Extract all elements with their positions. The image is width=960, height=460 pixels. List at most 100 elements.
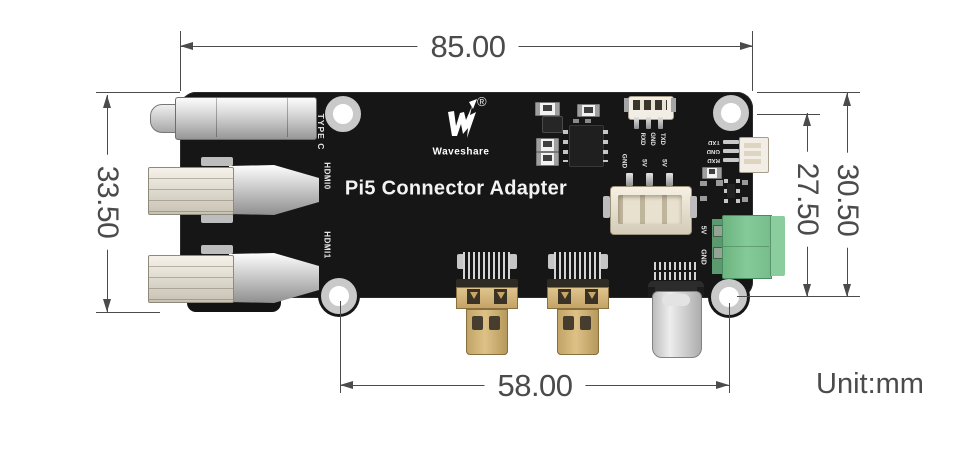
dim-hole-pitch-h-arrow-right [716, 381, 729, 389]
silk-label-hdmi0: HDMI0 [322, 162, 332, 190]
terminal-seam [723, 246, 769, 247]
dim-right-height-ext-bottom [737, 296, 860, 297]
smd-pad [700, 181, 707, 186]
dim-right-height-arrow-top [843, 93, 851, 106]
dim-hole-pitch-v-value: 27.50 [790, 151, 824, 247]
power-header-pin [666, 173, 673, 186]
micro-hdmi2-mark [585, 289, 598, 304]
uart-header-pin [646, 117, 651, 129]
type-c-seam [287, 98, 288, 137]
micro-hdmi1-pins [463, 252, 511, 279]
micro-hdmi1-body [456, 287, 518, 309]
micro-hdmi2-tab [548, 254, 556, 269]
dim-width-arrow-right [740, 42, 753, 50]
smd-resistor [535, 102, 560, 116]
dim-hole-pitch-h-ext-right [729, 303, 730, 393]
side-connector-pin [723, 149, 739, 153]
dim-width-ext-left [180, 31, 181, 91]
dim-width-value: 85.00 [417, 29, 519, 65]
hdmi0-plug-overmold [148, 167, 234, 215]
dim-right-height-ext-top [757, 92, 860, 93]
registered-mark: ® [477, 94, 487, 109]
type-c-seam [216, 98, 217, 137]
smd-pad [573, 119, 579, 123]
smd-resistor [536, 152, 559, 166]
usb-c-pins-row [654, 262, 699, 270]
silk-label-type-c: TYPE C [316, 113, 326, 151]
dim-hole-pitch-v-arrow-bottom [803, 284, 811, 297]
silk-label-rxd-side: RXD [707, 157, 720, 163]
micro-hdmi2-pins [554, 252, 602, 279]
power-header-pin [626, 173, 633, 186]
micro-hdmi1-mark [494, 289, 507, 304]
dim-right-height-arrow-bottom [843, 284, 851, 297]
smd-marking [543, 141, 552, 147]
side-connector-pin [723, 158, 739, 162]
silk-label-gnd: GND [649, 132, 655, 146]
dim-hole-pitch-h-value: 58.00 [484, 368, 586, 404]
dim-hole-pitch-v-ext-top [757, 114, 820, 115]
smd-resistor [536, 138, 559, 152]
silk-label-gnd-power: GND [620, 153, 628, 169]
waveshare-logo-icon [448, 99, 477, 138]
mark-notch [560, 292, 569, 299]
smd-resistor [577, 104, 600, 117]
silk-label-5v-power: 5V [660, 159, 668, 167]
uart-header-wing [624, 98, 629, 112]
unit-label: Unit:mm [816, 368, 924, 400]
dim-hole-pitch-v-arrow-top [803, 113, 811, 126]
silk-label-txd: TXD [659, 133, 665, 145]
hdmi0-clip-top [201, 157, 233, 166]
dim-hole-pitch-h-ext-left [340, 301, 341, 393]
side-connector-cavity [744, 143, 761, 165]
type-c-plug-body [175, 97, 317, 140]
usb-c-nub [697, 287, 704, 297]
power-header-pin [646, 173, 653, 186]
mounting-hole-bottom-left [321, 278, 357, 314]
mounting-hole-top-left [325, 96, 361, 132]
uart-header-cavity [633, 100, 667, 110]
power-connector-clip [603, 196, 610, 218]
uart-header-wing [671, 98, 676, 112]
micro-hdmi2-slot [580, 316, 591, 330]
footprint-pads [736, 179, 740, 203]
dim-width-arrow-left [180, 42, 193, 50]
smd-ic-chip [569, 125, 604, 167]
ic-pads-left [563, 130, 568, 162]
micro-hdmi1-slot [489, 316, 500, 330]
terminal-block-strip [712, 219, 723, 274]
power-connector-cavity [618, 195, 682, 224]
dim-height-arrow-bottom [103, 299, 111, 312]
micro-hdmi2-mark [558, 289, 571, 304]
smd-pad [742, 197, 748, 202]
smd-chip [727, 184, 735, 198]
micro-hdmi1-top-strip [456, 279, 518, 288]
smd-pad [716, 180, 723, 186]
micro-hdmi1-mark [467, 289, 480, 304]
usb-c-pins-row [654, 272, 699, 280]
dim-right-height-value: 30.50 [830, 152, 864, 248]
board-title: Pi5 Connector Adapter [344, 177, 568, 200]
micro-hdmi2-tab [600, 254, 608, 269]
hdmi1-clip-top [201, 245, 233, 254]
dim-height-arrow-top [103, 95, 111, 108]
silk-label-gnd-side: GND [706, 148, 720, 154]
smd-marking [584, 107, 593, 113]
smd-pad [700, 196, 707, 201]
side-connector-pin [723, 140, 739, 144]
silk-label-5v-terminal: 5V [699, 225, 707, 235]
mounting-hole-top-right [713, 95, 749, 131]
smd-resistor [702, 167, 722, 179]
dim-width-ext-right [752, 31, 753, 91]
hdmi1-plug-overmold [148, 255, 234, 303]
uart-header-pin [658, 117, 663, 129]
dim-height-ext-top [96, 92, 180, 93]
micro-hdmi2-slot [563, 316, 574, 330]
dim-hole-pitch-h-arrow-left [340, 381, 353, 389]
power-connector-clip [690, 196, 697, 218]
smd-capacitor [542, 116, 563, 133]
terminal-block-body [722, 215, 772, 279]
usb-c-nub [648, 287, 655, 297]
mark-notch [587, 292, 596, 299]
smd-marking [543, 155, 552, 161]
